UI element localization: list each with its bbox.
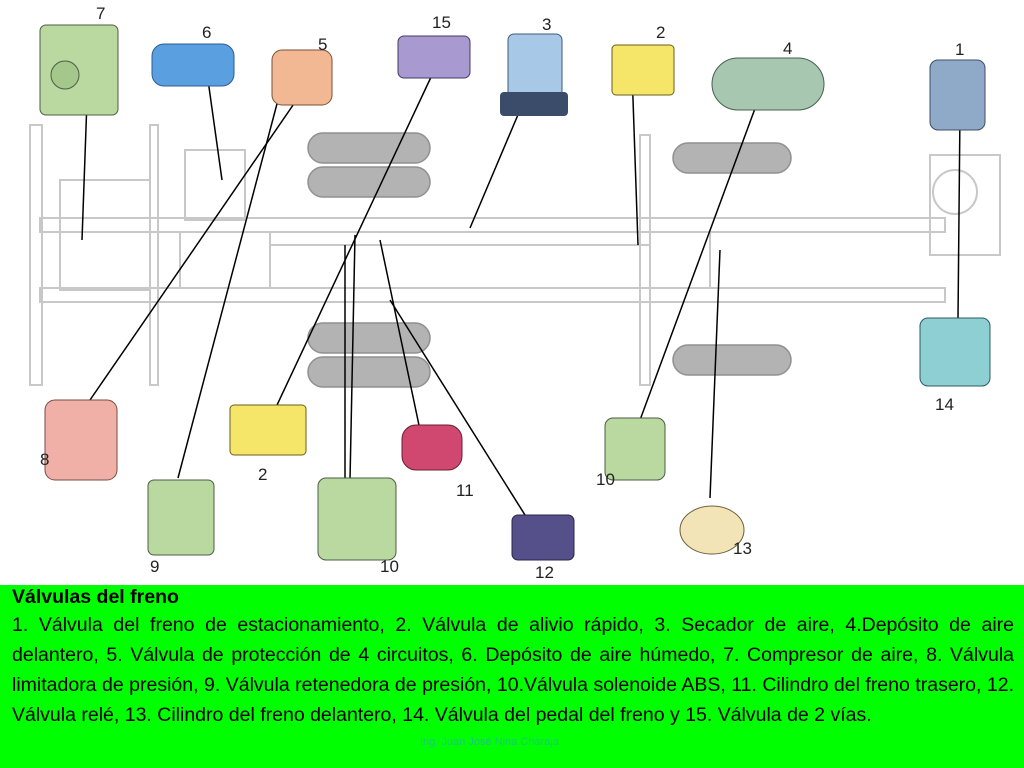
component-10-abs-front [604, 417, 666, 481]
rear-cross-member [639, 134, 651, 386]
rear-wheel-4 [307, 356, 431, 388]
component-7-compressor [39, 24, 119, 116]
engine [59, 179, 151, 291]
steering-wheel [932, 169, 978, 215]
component-3-air-dryer [500, 33, 568, 116]
label-15: 15 [432, 13, 451, 32]
label-10-rear: 10 [380, 557, 399, 576]
component-1-parking-valve [929, 59, 986, 131]
front-wheel-1 [672, 142, 792, 174]
chassis [29, 124, 1001, 386]
wheels [307, 132, 792, 388]
wet-tank-body [184, 149, 246, 221]
frame-rail-top [39, 217, 946, 233]
label-12: 12 [535, 563, 554, 582]
component-11-rear-chamber [401, 424, 463, 471]
label-10-front: 10 [596, 470, 615, 489]
label-13: 13 [733, 539, 752, 558]
caption-box: Válvulas del freno 1. Válvula del freno … [0, 585, 1024, 768]
label-2-top: 2 [656, 23, 665, 42]
watermark: Ing. Juan José Nina Charaja [420, 736, 559, 748]
label-14: 14 [935, 395, 954, 414]
cross-member [149, 124, 159, 386]
label-5: 5 [318, 35, 327, 54]
component-10-abs-rear [317, 477, 397, 561]
rear-wheel-2 [307, 166, 431, 198]
label-3: 3 [542, 15, 551, 34]
label-1: 1 [955, 40, 964, 59]
component-2-quick-release-bottom [229, 404, 307, 456]
caption-text: 1. Válvula del freno de estacionamiento,… [12, 614, 1014, 726]
frame-rail-bottom [39, 287, 946, 303]
component-4-front-tank [711, 57, 825, 111]
front-bumper [29, 124, 43, 386]
front-wheel-2 [672, 344, 792, 376]
caption-title: Válvulas del freno [12, 586, 179, 608]
part-numbers: 7 6 5 15 3 2 4 1 8 2 9 10 11 12 10 13 14 [40, 4, 964, 582]
leader-lines [81, 69, 961, 516]
label-6: 6 [202, 23, 211, 42]
component-15-two-way-valve [397, 35, 471, 79]
front-tank-body [649, 231, 711, 289]
rear-wheel-1 [307, 132, 431, 164]
component-2-quick-release-top [611, 44, 675, 96]
component-6-wet-tank [151, 43, 235, 87]
component-12-relay-valve [511, 514, 575, 561]
component-14-pedal-valve [919, 317, 991, 387]
label-9: 9 [150, 557, 159, 576]
component-8-limit-valve [44, 399, 118, 481]
rear-wheel-3 [307, 322, 431, 354]
label-11: 11 [456, 481, 474, 500]
component-5-protection-valve [271, 49, 333, 106]
component-13-front-chamber [679, 505, 745, 555]
brake-system-diagram: 7 6 5 15 3 2 4 1 8 2 9 10 11 12 10 13 14 [29, 4, 1001, 582]
label-8: 8 [40, 450, 49, 469]
steering-panel [929, 154, 1001, 256]
transmission [179, 231, 271, 289]
component-9-retain-valve [147, 479, 215, 556]
label-4: 4 [783, 39, 792, 58]
label-7: 7 [96, 4, 105, 23]
label-2-bottom: 2 [258, 465, 267, 484]
